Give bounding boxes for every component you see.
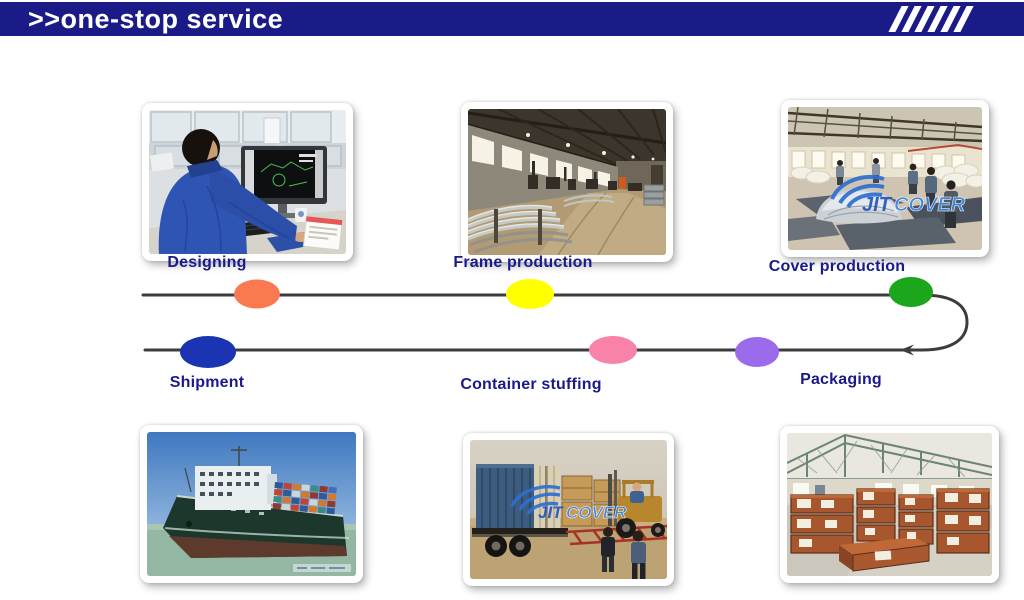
label-shipment: Shipment	[169, 374, 245, 391]
cover-mound	[816, 188, 902, 224]
desk-calendar	[302, 215, 343, 251]
photo-designing	[142, 103, 353, 261]
watermark-cover-text: COVER	[566, 503, 627, 522]
marker-designing	[234, 279, 280, 309]
label-frame-production: Frame production	[453, 254, 593, 271]
flow-arrowhead-icon	[900, 344, 914, 356]
workers	[836, 158, 958, 228]
jitcover-watermark: JIT COVER	[830, 175, 966, 216]
jitcover-watermark: JIT COVER	[510, 485, 627, 522]
forklift	[608, 470, 665, 538]
truck-trailer	[472, 464, 568, 557]
shipment-scene	[147, 432, 356, 576]
forklift-driver	[630, 482, 644, 503]
photo-cover-production: JIT COVER	[781, 100, 989, 257]
designing-scene	[149, 110, 346, 254]
jitcover-swoosh-icon	[510, 485, 561, 515]
watermark-jit-text: JIT	[538, 503, 564, 522]
photo-container-stuffing: JIT COVER	[463, 433, 674, 586]
marker-shipment	[180, 336, 236, 368]
wooden-crates	[561, 475, 621, 527]
crate-labels	[797, 492, 981, 561]
ceiling-lights	[526, 133, 655, 161]
photo-packaging	[780, 426, 999, 583]
marker-cover-production	[889, 277, 933, 307]
side-windows	[472, 135, 610, 187]
designer-figure	[158, 129, 297, 254]
page-title: >>one-stop service	[28, 3, 284, 34]
marker-frame-production	[506, 279, 554, 309]
marker-container-stuffing	[589, 336, 637, 364]
label-cover-production: Cover production	[768, 258, 906, 275]
watermark-jit-text: JIT	[862, 194, 893, 216]
factory-roof	[468, 109, 666, 167]
container-stacks	[272, 482, 337, 515]
container-ship	[163, 446, 350, 558]
header-slashes-icon	[888, 6, 974, 32]
watermark-cover-text: COVER	[894, 194, 966, 216]
photo-watermark-strip	[293, 564, 351, 572]
superstructure	[195, 466, 277, 510]
photo-frame-production	[461, 102, 673, 262]
label-container-stuffing: Container stuffing	[460, 376, 602, 393]
monitor	[241, 146, 327, 218]
white-sacks	[790, 163, 982, 188]
machinery-silhouettes	[528, 161, 642, 191]
cover-production-scene: JIT COVER	[788, 107, 982, 250]
header-bar: >>one-stop service	[0, 2, 1024, 36]
marker-packaging	[735, 337, 779, 367]
packaging-scene	[787, 433, 992, 576]
process-flow-line	[141, 293, 969, 352]
photo-shipment	[140, 425, 363, 583]
label-packaging: Packaging	[800, 371, 882, 388]
container-stuffing-scene: JIT COVER	[470, 440, 667, 579]
frame-production-scene	[468, 109, 666, 255]
label-designing: Designing	[167, 254, 247, 271]
steel-tube-pile	[468, 204, 573, 254]
jitcover-swoosh-icon	[830, 175, 885, 209]
workers	[601, 527, 646, 579]
